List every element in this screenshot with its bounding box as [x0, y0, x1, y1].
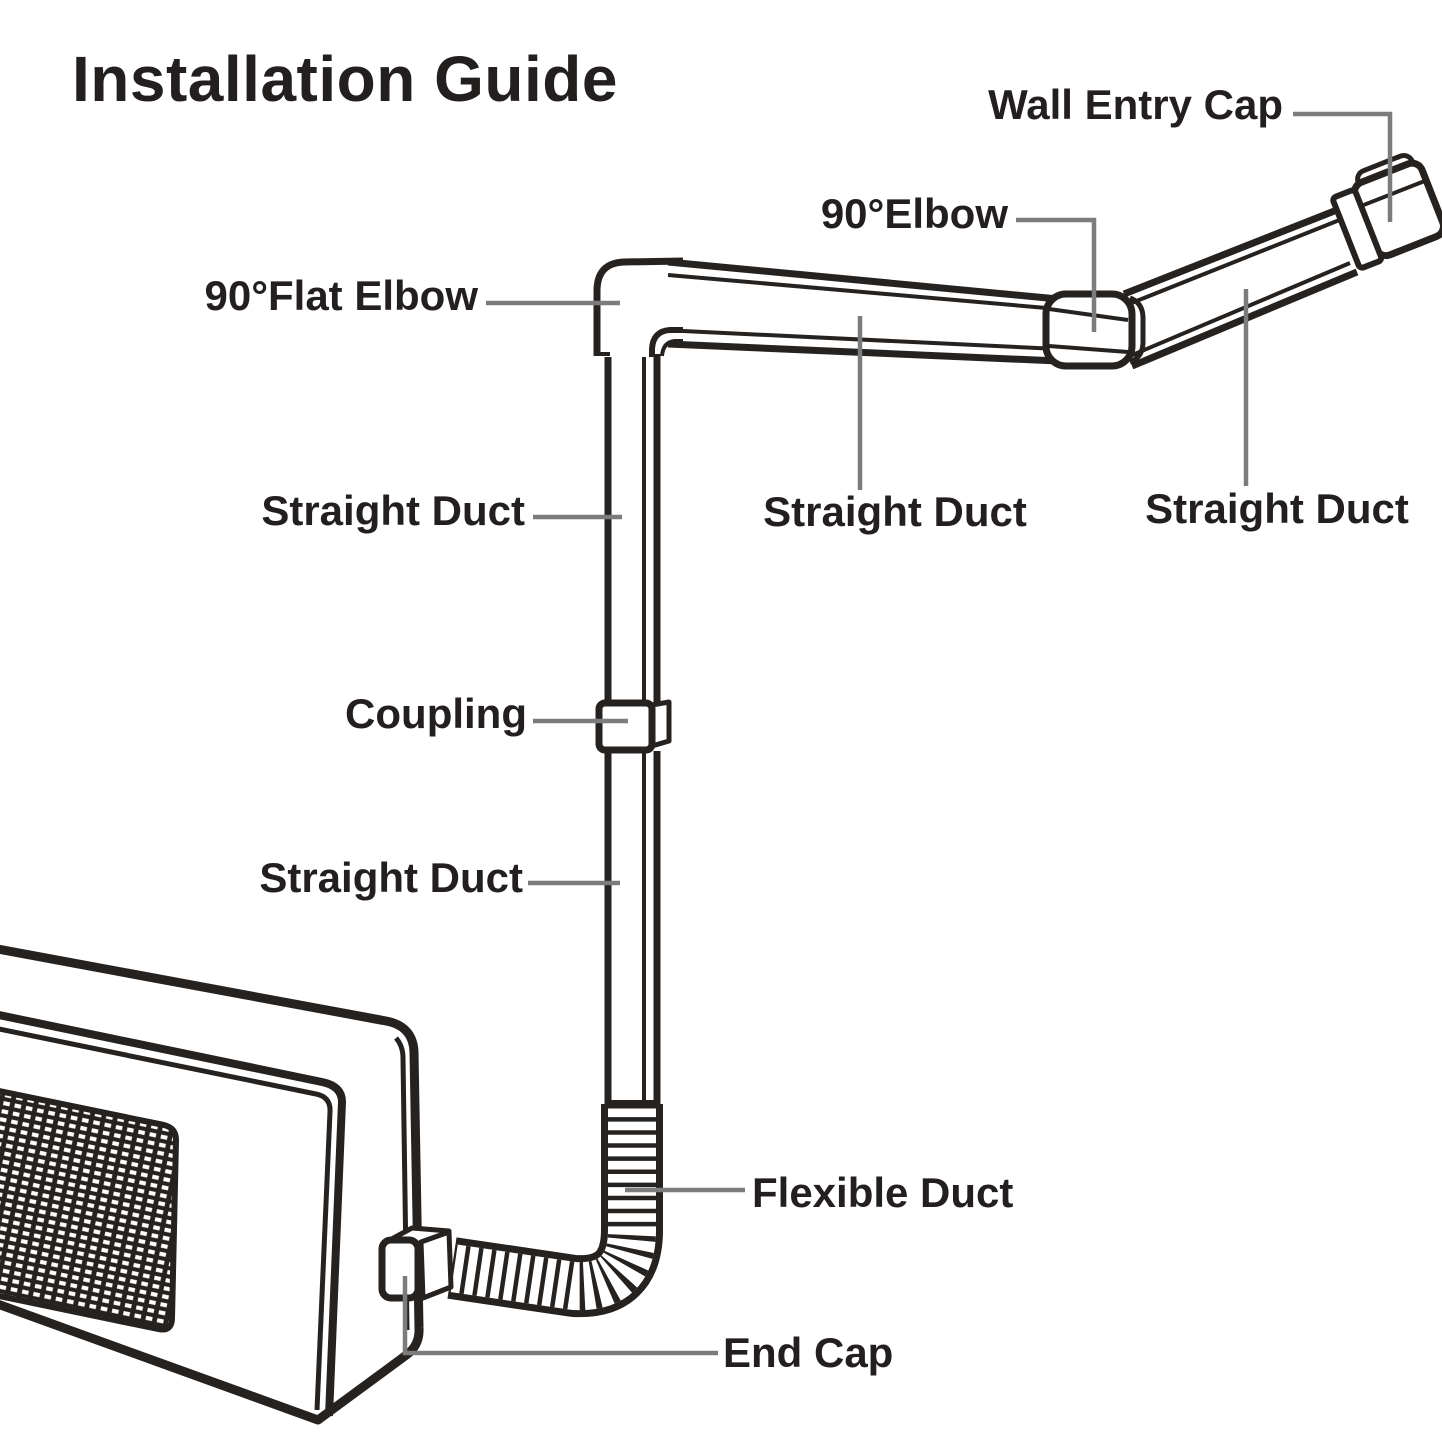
leader-end-cap — [402, 1276, 718, 1356]
straight-duct-horizontal-part — [667, 258, 1059, 365]
ac-unit — [0, 944, 424, 1425]
label-flexible-duct: Flexible Duct — [752, 1169, 1014, 1216]
flat-elbow-part — [593, 257, 684, 357]
leader-elbow-90 — [1016, 217, 1097, 332]
label-coupling: Coupling — [345, 690, 527, 737]
label-straight-duct-diagonal: Straight Duct — [1145, 485, 1409, 532]
leader-lines — [402, 111, 1393, 1356]
page-title: Installation Guide — [72, 42, 618, 115]
label-straight-duct-horizontal: Straight Duct — [763, 488, 1027, 535]
label-end-cap: End Cap — [723, 1329, 894, 1376]
straight-duct-vertical-part — [604, 354, 661, 1104]
label-straight-duct-upper-left: Straight Duct — [261, 487, 525, 534]
leader-wall-entry-cap — [1293, 111, 1393, 222]
flexible-duct-part — [447, 1104, 663, 1318]
wall-entry-cap-part — [1330, 152, 1442, 271]
label-straight-duct-lower-left: Straight Duct — [259, 854, 523, 901]
straight-duct-diagonal-part — [1122, 204, 1359, 370]
label-elbow-90: 90°Elbow — [820, 190, 1008, 237]
label-wall-entry-cap: Wall Entry Cap — [988, 81, 1283, 128]
end-cap-part — [378, 1225, 454, 1302]
elbow-90-part — [1042, 290, 1146, 370]
coupling-part — [595, 699, 672, 754]
label-flat-elbow-90: 90°Flat Elbow — [204, 272, 478, 319]
grille — [0, 1088, 179, 1333]
